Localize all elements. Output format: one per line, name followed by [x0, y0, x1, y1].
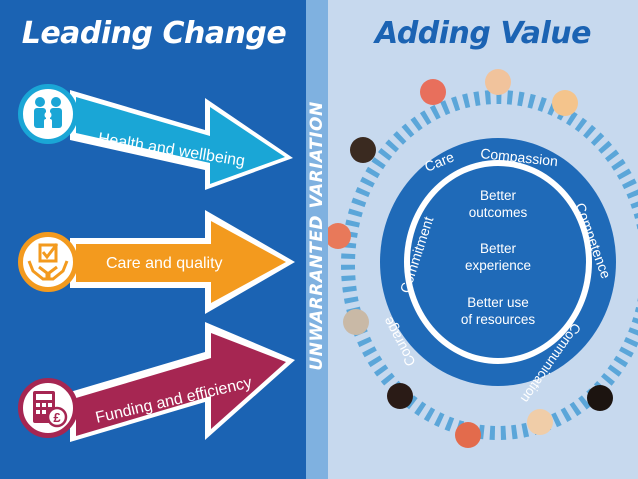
- unwarranted-variation-label: UNWARRANTED VARIATION: [307, 101, 327, 371]
- caring-hands-checkbox-icon: [27, 243, 69, 281]
- health-arrow-fill: [76, 97, 285, 184]
- outcome-better-outcomes: Better outcomes: [468, 188, 528, 220]
- arrows-graphic: [70, 90, 295, 442]
- care-arrow-label: Care and quality: [106, 255, 223, 272]
- funding-icon-circle: £: [18, 378, 78, 438]
- leading-change-title: Leading Change: [21, 16, 287, 51]
- outcome-better-experience: Better experience: [464, 241, 532, 273]
- outcome-better-use-of-resources: Better use of resources: [460, 295, 536, 327]
- care-icon-circle: [18, 232, 78, 292]
- family-icon: [34, 97, 62, 129]
- svg-text:£: £: [53, 410, 61, 425]
- outcomes-core: [410, 166, 586, 358]
- people-chain-ring: [341, 90, 638, 440]
- funding-arrow-fill: [76, 333, 286, 436]
- calculator-pound-icon: £: [33, 391, 68, 428]
- care-arrow-fill: [76, 221, 286, 303]
- values-ring-graphic: Care Compassion Competence Communication…: [328, 69, 638, 448]
- people-figures: [328, 69, 613, 448]
- health-icon-circle: [18, 84, 78, 144]
- adding-value-title: Adding Value: [375, 16, 591, 51]
- variation-divider: [306, 0, 328, 479]
